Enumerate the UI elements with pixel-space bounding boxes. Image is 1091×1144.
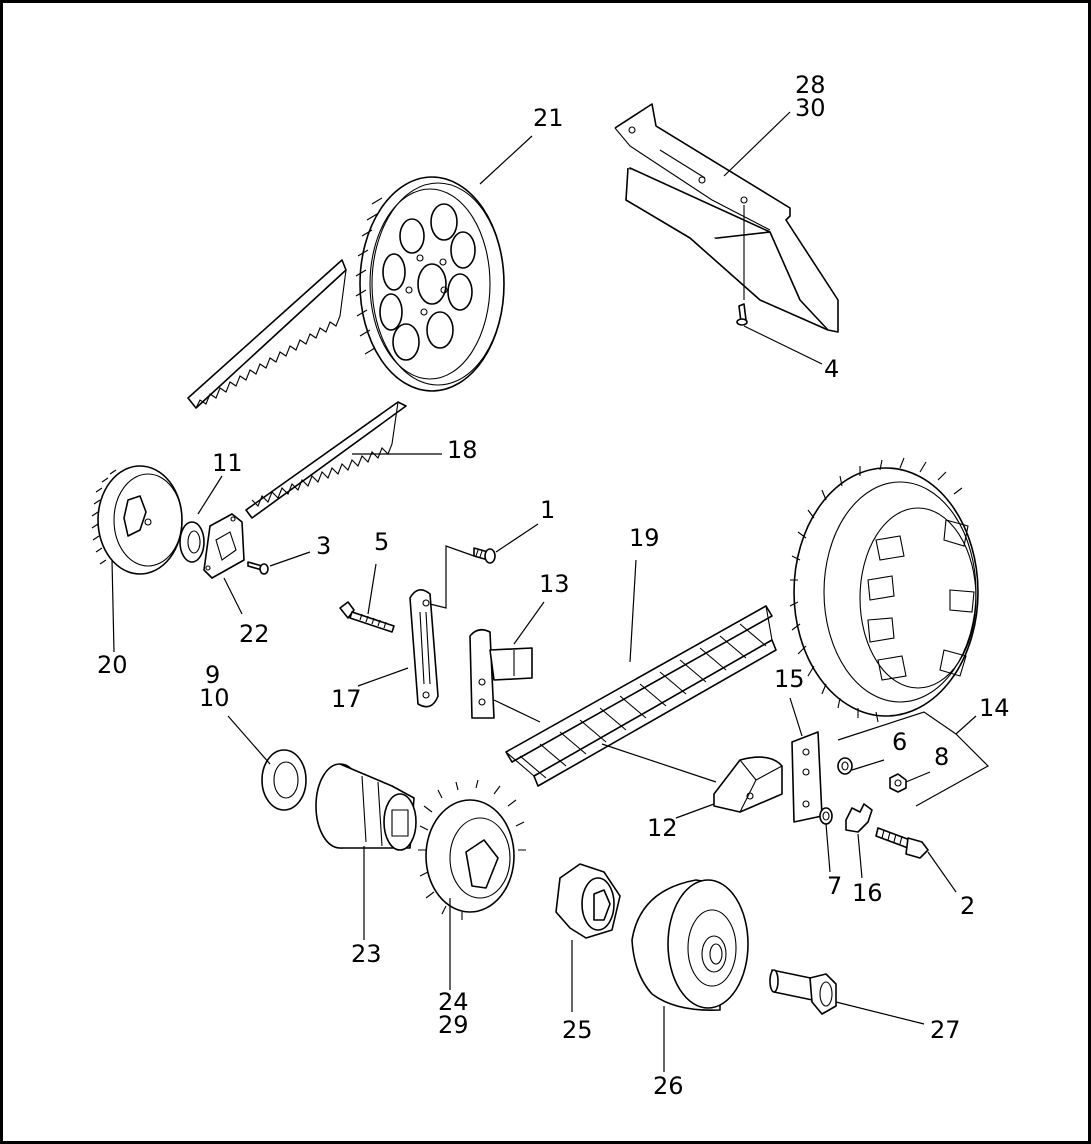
callout-15: 15 <box>774 665 805 693</box>
clutch-shell-sprocket <box>789 457 979 723</box>
adjuster-bolt <box>339 601 395 633</box>
leader-lines <box>111 111 989 1072</box>
callout-6: 6 <box>892 728 907 756</box>
lock-plate <box>203 513 245 579</box>
guard-screw <box>736 303 748 326</box>
callout-19: 19 <box>629 524 660 552</box>
sprocket-extension <box>769 969 837 1015</box>
slider-block <box>713 756 783 813</box>
callout-11: 11 <box>212 449 243 477</box>
callout-12: 12 <box>647 814 678 842</box>
rear-belt-pulley <box>355 176 505 392</box>
adjuster-screw <box>473 547 496 564</box>
callout-24: 24 <box>438 988 469 1016</box>
spring-cover <box>631 879 749 1011</box>
callout-13: 13 <box>539 570 570 598</box>
callout-23: 23 <box>351 940 382 968</box>
callout-16: 16 <box>852 879 883 907</box>
callout-29: 29 <box>438 1011 469 1039</box>
tensioner-bolt <box>875 827 929 859</box>
callout-labels: 1 2 3 4 5 6 7 8 9 10 11 12 13 14 15 16 1… <box>97 71 1010 1100</box>
callout-4: 4 <box>824 355 839 383</box>
callout-17: 17 <box>331 685 362 713</box>
chain-adjuster-bracket <box>469 628 533 719</box>
callout-22: 22 <box>239 620 270 648</box>
callout-28: 28 <box>795 71 826 99</box>
washer-7 <box>819 807 833 825</box>
callout-10: 10 <box>199 684 230 712</box>
callout-9: 9 <box>205 661 220 689</box>
lock-screw <box>247 561 269 575</box>
spacer-hub <box>315 763 417 851</box>
callout-14: 14 <box>979 694 1010 722</box>
seal <box>179 521 205 563</box>
callout-21: 21 <box>533 104 564 132</box>
compensator-sprocket <box>418 779 526 920</box>
drive-chain <box>505 605 777 787</box>
callout-20: 20 <box>97 651 128 679</box>
transmission-pulley <box>91 465 183 575</box>
callout-27: 27 <box>930 1016 961 1044</box>
callout-5: 5 <box>374 528 389 556</box>
callout-25: 25 <box>562 1016 593 1044</box>
callout-3: 3 <box>316 532 331 560</box>
tensioner-plate <box>791 731 823 823</box>
adjuster-plate <box>409 589 439 708</box>
belt-guard <box>614 103 839 333</box>
callout-7: 7 <box>827 872 842 900</box>
callout-26: 26 <box>653 1072 684 1100</box>
callout-30: 30 <box>795 94 826 122</box>
nut <box>889 773 907 793</box>
callout-18: 18 <box>447 436 478 464</box>
drive-belt <box>187 259 407 519</box>
callout-8: 8 <box>934 743 949 771</box>
thrust-washer <box>261 749 307 811</box>
lock-tab <box>845 803 873 833</box>
sliding-cam <box>555 863 621 939</box>
callout-2: 2 <box>960 892 975 920</box>
callout-1: 1 <box>540 496 555 524</box>
washer-6 <box>837 757 853 775</box>
